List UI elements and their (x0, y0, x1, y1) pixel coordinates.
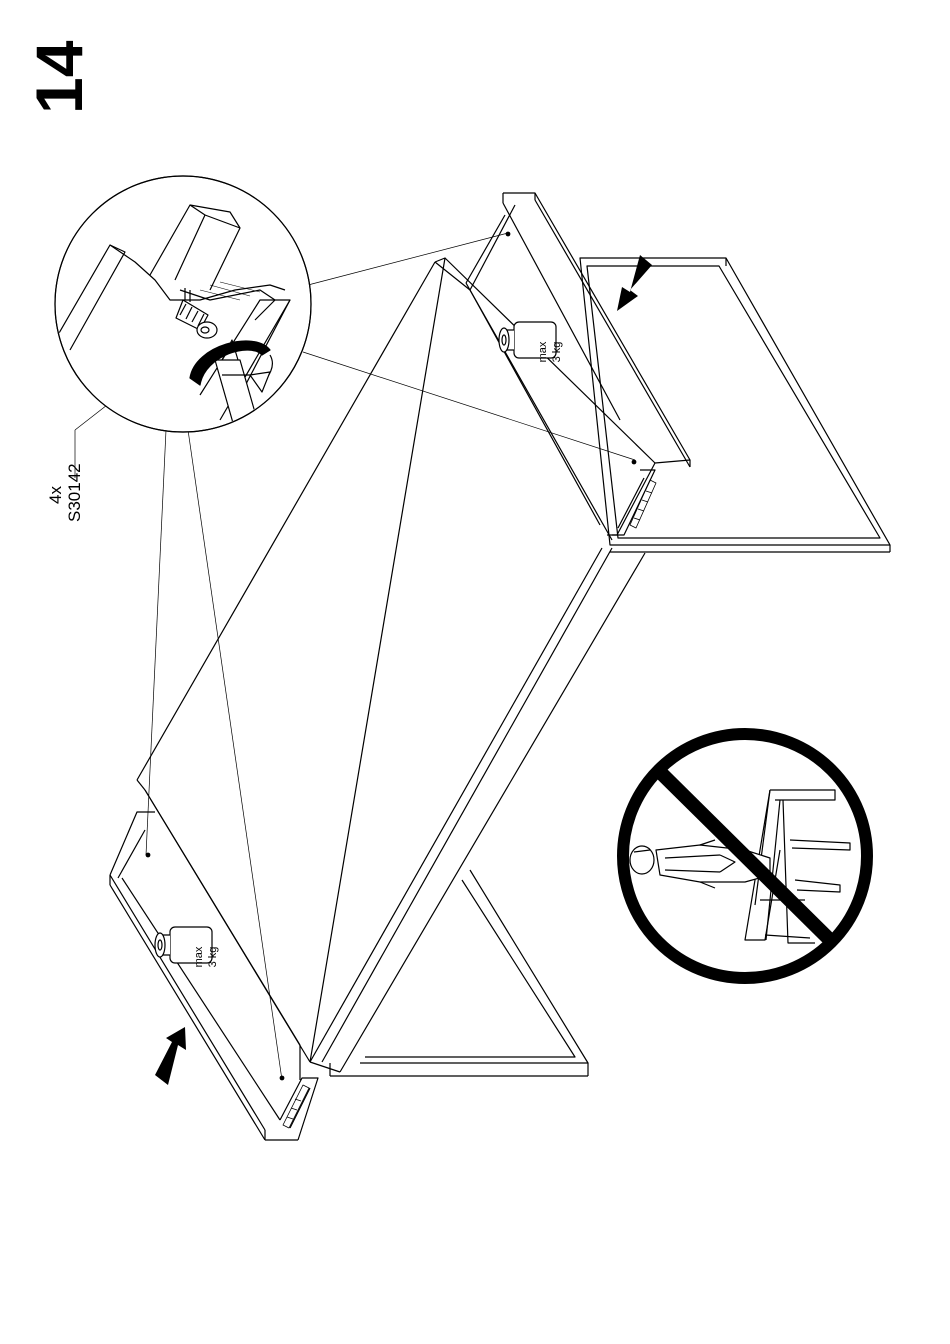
screw-position-2 (632, 460, 637, 465)
hardware-part-number: S30142 (66, 463, 83, 522)
screw-position-4 (280, 1076, 285, 1081)
detail-magnifier (55, 176, 311, 432)
push-arrow-icon (155, 1027, 186, 1085)
weight-label-kg: 3 kg (207, 947, 219, 968)
hardware-quantity: 4x (47, 486, 64, 504)
prohibited-sign-icon (623, 734, 867, 978)
screw-position-1 (506, 232, 511, 237)
push-arrow-icon (617, 255, 652, 311)
screw-position-3 (146, 853, 151, 858)
weight-label-max: max (537, 341, 549, 362)
weight-label-max: max (193, 946, 205, 967)
desk-frame-left (330, 870, 588, 1076)
drawer-right (466, 193, 690, 540)
desk-rail (310, 548, 645, 1072)
weight-label-kg: 3 kg (551, 342, 563, 363)
step-number: 14 (26, 41, 92, 114)
